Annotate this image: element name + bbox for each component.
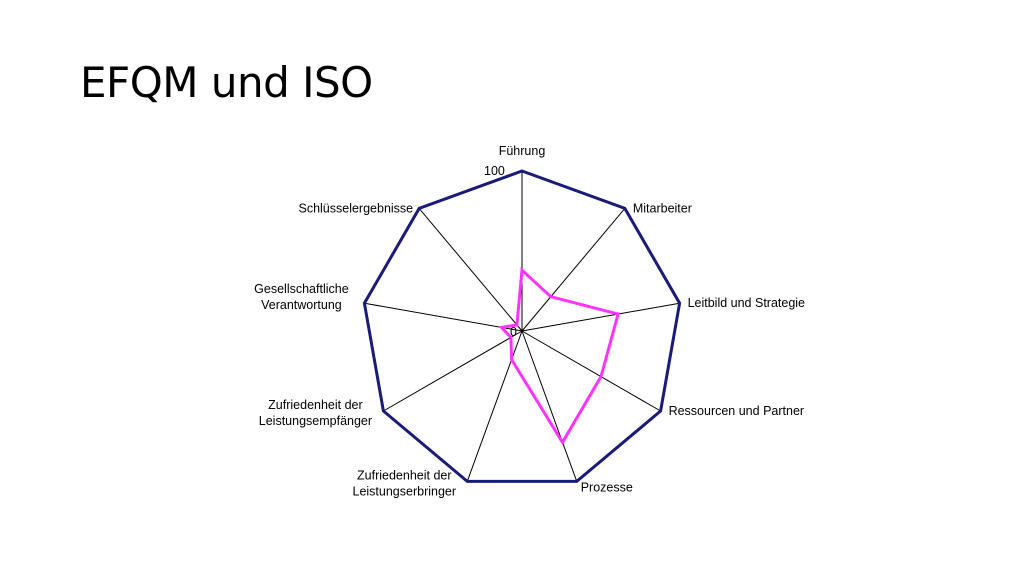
- tick-label-0: 0: [510, 325, 517, 339]
- category-label-line: Gesellschaftliche: [254, 282, 349, 296]
- spoke-1: [521, 208, 626, 332]
- radar-spokes: [364, 171, 680, 482]
- tick-label-100: 100: [484, 164, 505, 178]
- category-label-line: Schlüsselergebnisse: [298, 201, 413, 215]
- category-label-line: Leistungsempfänger: [259, 414, 372, 428]
- series-line-0: [362, 169, 682, 483]
- category-label-line: Verantwortung: [261, 298, 342, 312]
- category-label-line: Zufriedenheit der: [268, 398, 363, 412]
- spoke-5: [466, 330, 523, 482]
- spoke-7: [364, 302, 523, 332]
- category-label-line: Ressourcen und Partner: [669, 404, 805, 418]
- spoke-6: [383, 330, 523, 412]
- category-label-3: Ressourcen und Partner: [669, 404, 805, 418]
- spoke-8: [418, 208, 523, 332]
- category-label-line: Prozesse: [581, 480, 633, 494]
- category-label-line: Mitarbeiter: [633, 201, 692, 215]
- category-label-8: Schlüsselergebnisse: [298, 201, 413, 215]
- category-label-line: Führung: [499, 144, 546, 158]
- series-line-1: [498, 267, 620, 446]
- spoke-2: [521, 302, 680, 332]
- radar-series: [362, 169, 682, 483]
- category-label-1: Mitarbeiter: [633, 201, 692, 215]
- category-label-0: Führung: [499, 144, 546, 158]
- category-label-line: Leistungserbringer: [353, 484, 457, 498]
- category-label-2: Leitbild und Strategie: [688, 296, 805, 310]
- slide-title: EFQM und ISO: [80, 58, 373, 107]
- category-label-line: Zufriedenheit der: [357, 468, 452, 482]
- spoke-4: [521, 330, 578, 482]
- category-label-line: Leitbild und Strategie: [688, 296, 805, 310]
- spoke-3: [521, 330, 661, 412]
- radar-tick-labels: 0 100: [484, 164, 517, 339]
- category-label-4: Prozesse: [581, 480, 633, 494]
